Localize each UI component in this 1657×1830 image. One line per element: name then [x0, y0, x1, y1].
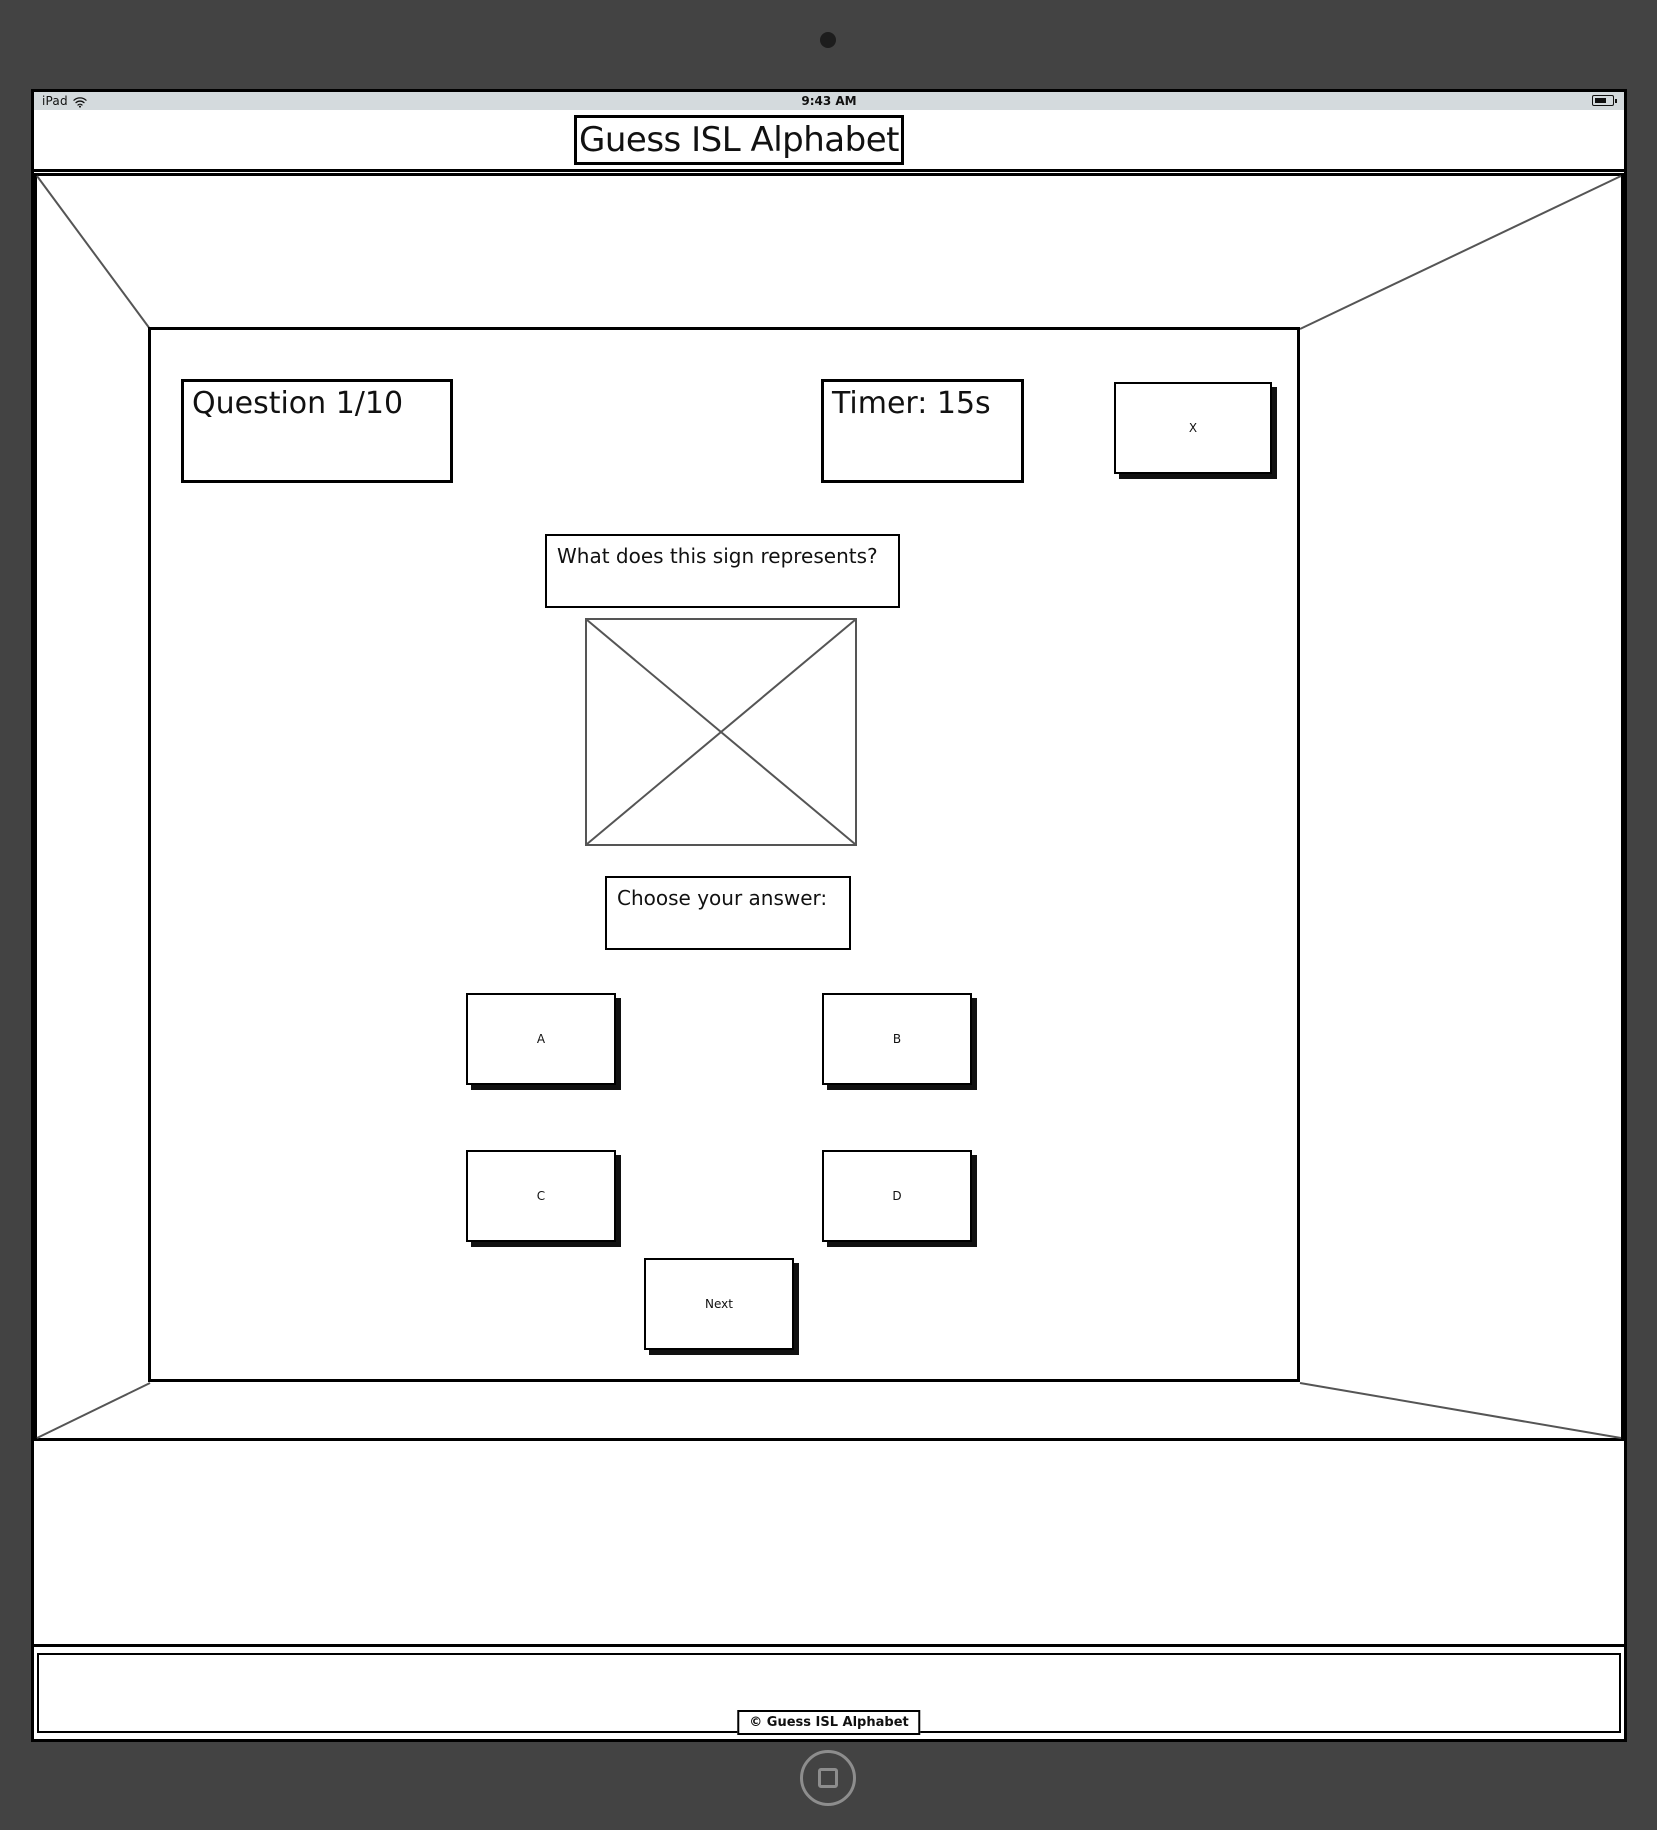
status-bar-left: iPad — [42, 94, 87, 108]
question-prompt-box: What does this sign represents? — [545, 534, 900, 608]
home-button[interactable] — [800, 1750, 856, 1806]
copyright-text: © Guess ISL Alphabet — [749, 1715, 909, 1730]
battery-icon — [1592, 95, 1617, 109]
answer-button-d[interactable]: D — [822, 1150, 972, 1242]
quiz-panel: Question 1/10 Timer: 15s X What does thi… — [148, 327, 1300, 1382]
next-button[interactable]: Next — [644, 1258, 794, 1350]
camera-dot-icon — [820, 32, 836, 48]
answer-label-b: B — [892, 1032, 902, 1046]
wifi-icon — [73, 96, 87, 108]
sign-image-placeholder — [585, 618, 857, 846]
perspective-lines — [34, 173, 1624, 1441]
status-bar-time: 9:43 AM — [801, 94, 857, 108]
question-counter-box: Question 1/10 — [181, 379, 453, 483]
device-screen: iPad 9:43 AM Guess ISL Alphabet — [31, 89, 1627, 1742]
carrier-label: iPad — [42, 94, 68, 108]
content-frame: Question 1/10 Timer: 15s X What does thi… — [34, 173, 1624, 1441]
answer-button-a[interactable]: A — [466, 993, 616, 1085]
page-title: Guess ISL Alphabet — [579, 120, 899, 160]
timer-box: Timer: 15s — [821, 379, 1024, 483]
question-counter-label: Question 1/10 — [192, 386, 404, 421]
answer-label-a: A — [536, 1032, 546, 1046]
answer-button-b[interactable]: B — [822, 993, 972, 1085]
app-footer: © Guess ISL Alphabet — [34, 1644, 1624, 1739]
next-label: Next — [705, 1297, 733, 1311]
choose-answer-label: Choose your answer: — [617, 886, 828, 910]
app-header: Guess ISL Alphabet — [34, 110, 1624, 172]
choose-answer-box: Choose your answer: — [605, 876, 851, 950]
timer-label: Timer: 15s — [832, 386, 991, 421]
close-button[interactable]: X — [1114, 382, 1272, 474]
close-icon: X — [1188, 421, 1198, 435]
answer-label-c: C — [536, 1189, 546, 1203]
answer-button-c[interactable]: C — [466, 1150, 616, 1242]
question-prompt-text: What does this sign represents? — [557, 544, 878, 568]
home-square-icon — [818, 1768, 838, 1788]
app-title-box: Guess ISL Alphabet — [574, 115, 904, 165]
copyright-box: © Guess ISL Alphabet — [737, 1710, 921, 1735]
answer-label-d: D — [892, 1189, 902, 1203]
status-bar: iPad 9:43 AM — [34, 92, 1624, 110]
